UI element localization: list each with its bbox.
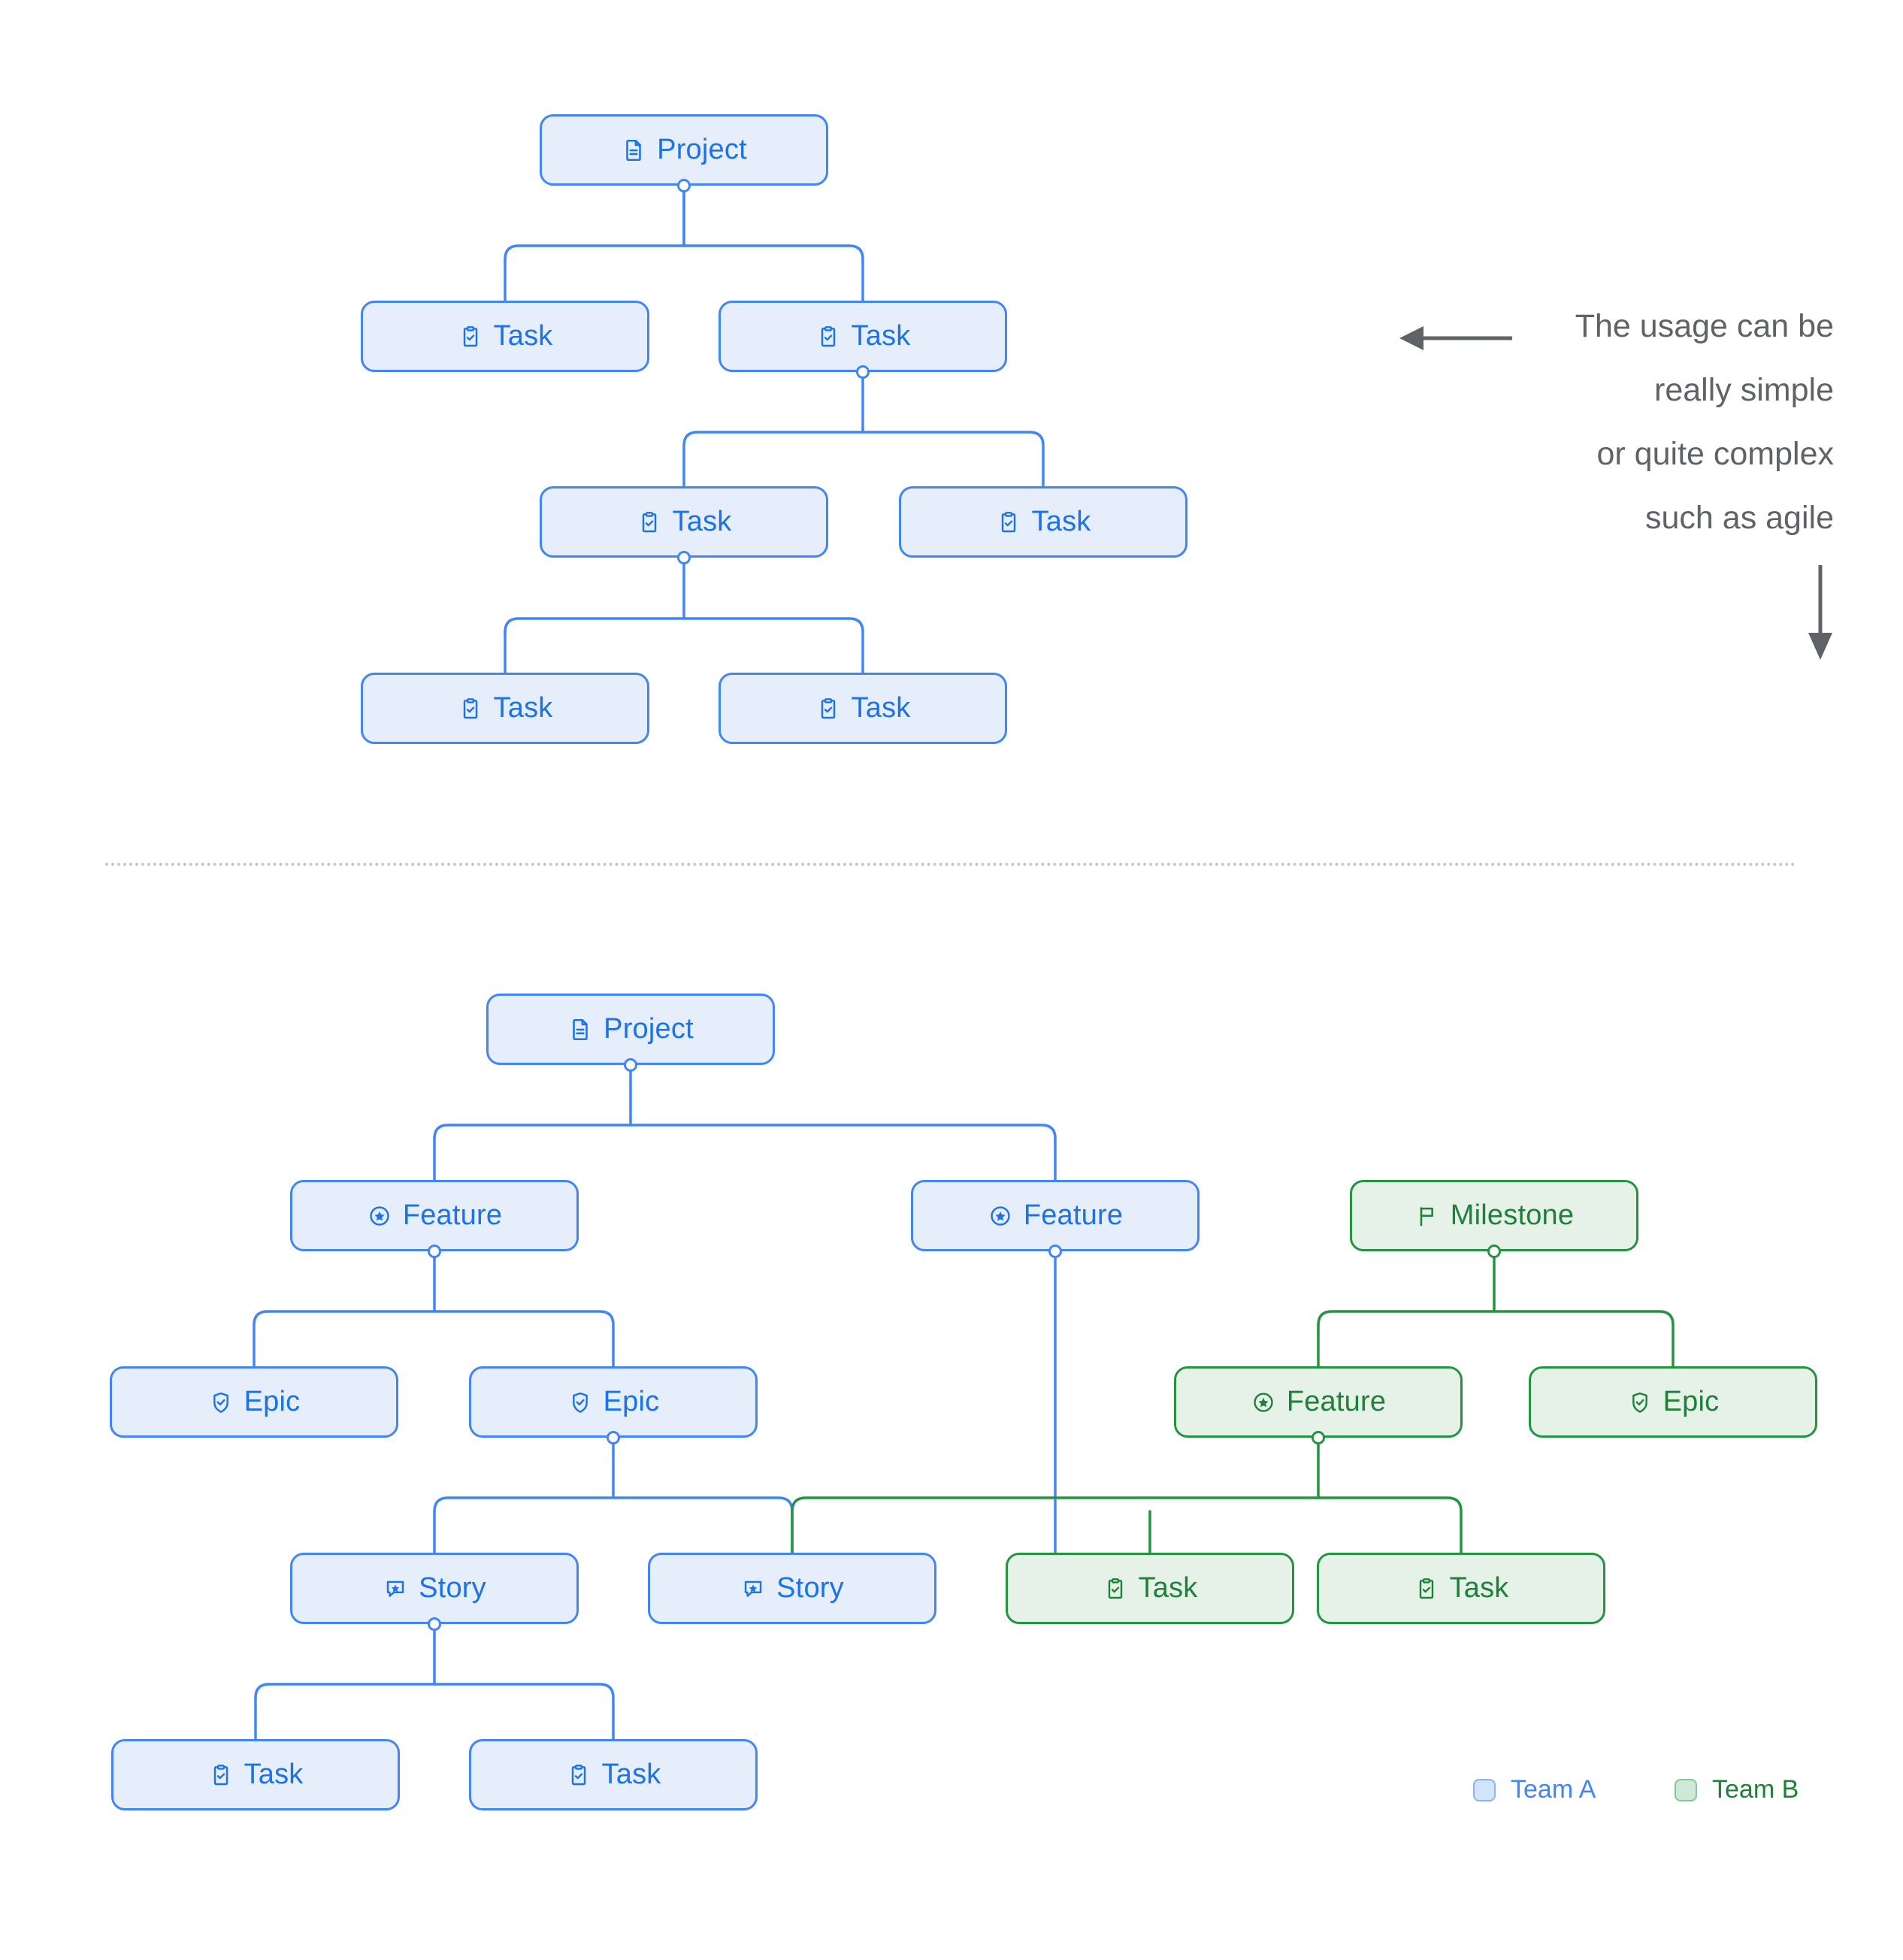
node-label: Task (244, 1759, 304, 1790)
node-task-top-5[interactable]: Task (361, 673, 649, 744)
node-label: Task (601, 1759, 661, 1790)
node-task-bottom-3[interactable]: Task (111, 1739, 400, 1810)
node-epic-2[interactable]: Epic (469, 1366, 758, 1438)
star-circle-icon (1251, 1390, 1276, 1415)
node-story-1[interactable]: Story (290, 1553, 579, 1624)
node-port[interactable] (677, 551, 691, 564)
node-task-top-2[interactable]: Task (719, 301, 1007, 372)
node-epic-1[interactable]: Epic (110, 1366, 398, 1438)
shield-check-icon (567, 1390, 593, 1415)
legend-label: Team B (1712, 1775, 1799, 1804)
node-label: Feature (1023, 1199, 1124, 1231)
node-label: Task (493, 692, 553, 724)
clipboard-check-icon (566, 1762, 591, 1788)
annotation-line-4: such as agile (1645, 500, 1834, 536)
legend-item-team-b[interactable]: Team B (1675, 1775, 1799, 1804)
node-port[interactable] (1487, 1245, 1501, 1258)
node-port[interactable] (607, 1431, 620, 1444)
node-label: Project (657, 134, 747, 165)
node-task-bottom-2[interactable]: Task (1317, 1553, 1605, 1624)
node-label: Epic (244, 1386, 301, 1417)
shield-check-icon (1627, 1390, 1653, 1415)
node-label: Task (672, 506, 732, 537)
node-port[interactable] (428, 1245, 441, 1258)
legend-item-team-a[interactable]: Team A (1473, 1775, 1596, 1804)
clipboard-check-icon (1103, 1576, 1128, 1602)
clipboard-check-icon (458, 696, 483, 721)
section-divider (105, 863, 1796, 866)
node-project-bottom[interactable]: Project (486, 994, 775, 1065)
annotation-line-2: really simple (1654, 372, 1834, 408)
node-label: Milestone (1450, 1199, 1575, 1231)
node-task-bottom-4[interactable]: Task (469, 1739, 758, 1810)
node-task-bottom-1[interactable]: Task (1006, 1553, 1294, 1624)
node-label: Story (776, 1572, 844, 1604)
node-label: Task (1449, 1572, 1509, 1604)
node-port[interactable] (1312, 1431, 1325, 1444)
node-feature-1[interactable]: Feature (290, 1180, 579, 1251)
node-label: Task (851, 692, 911, 724)
node-label: Project (604, 1013, 694, 1045)
chat-star-icon (740, 1576, 766, 1602)
node-task-top-6[interactable]: Task (719, 673, 1007, 744)
annotation-line-3: or quite complex (1596, 436, 1835, 472)
node-task-top-4[interactable]: Task (899, 486, 1187, 558)
annotation-line-1: The usage can be (1575, 308, 1834, 344)
legend-label: Team A (1511, 1775, 1596, 1804)
team-a-swatch (1473, 1778, 1496, 1801)
node-milestone[interactable]: Milestone (1350, 1180, 1638, 1251)
arrow-down-icon (1808, 565, 1832, 660)
chat-star-icon (383, 1576, 408, 1602)
clipboard-check-icon (815, 696, 841, 721)
node-label: Story (419, 1572, 486, 1604)
node-port[interactable] (677, 179, 691, 192)
node-epic-3[interactable]: Epic (1529, 1366, 1817, 1438)
star-circle-icon (367, 1203, 392, 1229)
document-icon (621, 138, 646, 163)
node-label: Task (493, 320, 553, 352)
node-port[interactable] (856, 365, 870, 379)
arrow-left-icon (1399, 326, 1512, 350)
star-circle-icon (988, 1203, 1013, 1229)
clipboard-check-icon (637, 510, 662, 535)
node-label: Epic (1662, 1386, 1720, 1417)
node-task-top-3[interactable]: Task (540, 486, 828, 558)
clipboard-check-icon (996, 510, 1021, 535)
node-port[interactable] (624, 1058, 637, 1072)
node-label: Task (851, 320, 911, 352)
clipboard-check-icon (815, 324, 841, 349)
document-icon (567, 1017, 593, 1042)
node-story-2[interactable]: Story (648, 1553, 936, 1624)
node-label: Feature (402, 1199, 503, 1231)
node-feature-3[interactable]: Feature (1174, 1366, 1463, 1438)
flag-icon (1414, 1203, 1440, 1229)
node-feature-2[interactable]: Feature (911, 1180, 1200, 1251)
node-label: Feature (1286, 1386, 1387, 1417)
node-label: Task (1138, 1572, 1198, 1604)
shield-check-icon (208, 1390, 234, 1415)
node-port[interactable] (1048, 1245, 1062, 1258)
node-task-top-1[interactable]: Task (361, 301, 649, 372)
node-label: Task (1031, 506, 1091, 537)
clipboard-check-icon (1414, 1576, 1439, 1602)
node-project-top[interactable]: Project (540, 114, 828, 186)
node-label: Epic (603, 1386, 660, 1417)
node-port[interactable] (428, 1617, 441, 1631)
team-b-swatch (1675, 1778, 1697, 1801)
clipboard-check-icon (458, 324, 483, 349)
clipboard-check-icon (208, 1762, 234, 1788)
